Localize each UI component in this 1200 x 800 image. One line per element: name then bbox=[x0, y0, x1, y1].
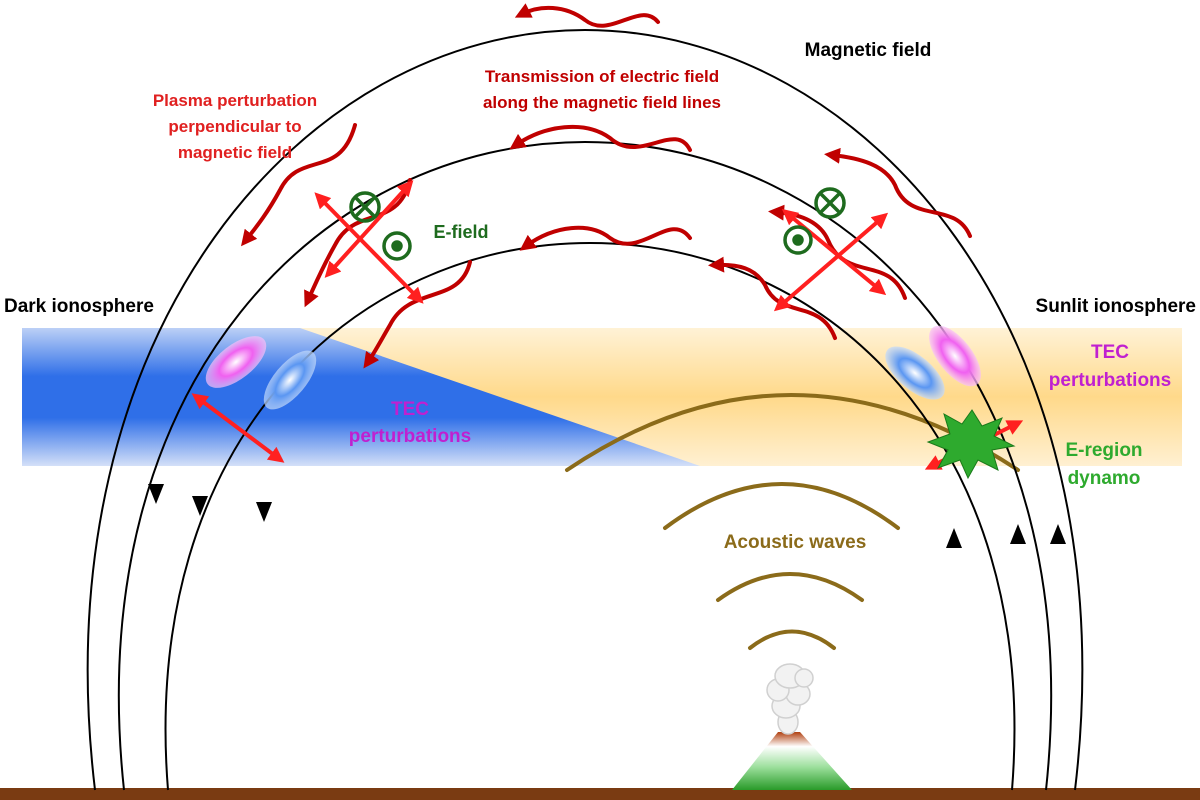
efield-symbols bbox=[349, 187, 846, 261]
tec-blob-pink-left bbox=[205, 336, 267, 388]
field-arrow-down-3 bbox=[256, 502, 272, 522]
into-page-symbol bbox=[349, 191, 381, 223]
plasma-label-1: Plasma perturbation bbox=[153, 91, 317, 110]
tec-right-label-2: perturbations bbox=[1049, 370, 1171, 391]
transmission-label-2: along the magnetic field lines bbox=[483, 93, 721, 112]
acoustic-arc-3 bbox=[663, 482, 900, 530]
out-of-page-symbol bbox=[382, 231, 412, 261]
field-direction-arrows bbox=[148, 484, 1066, 548]
acoustic-arc-1 bbox=[748, 629, 836, 650]
plasma-label-3: magnetic field bbox=[178, 143, 292, 162]
tec-left-label-1: TEC bbox=[391, 399, 429, 420]
out-of-page-symbol bbox=[783, 225, 813, 255]
tec-blob-blue-right bbox=[885, 346, 945, 400]
wave-arrow-top-mid bbox=[509, 124, 692, 152]
e-region-label-1: E-region bbox=[1065, 440, 1142, 461]
into-page-symbol bbox=[814, 187, 846, 219]
tec-blob-pink-right bbox=[929, 325, 981, 387]
dark-band bbox=[22, 328, 700, 466]
plasma-label-2: perpendicular to bbox=[168, 117, 301, 136]
wave-arrow-right-1 bbox=[824, 147, 972, 238]
tec-displacement-arrow bbox=[191, 393, 285, 463]
wave-arrow-mid bbox=[519, 225, 692, 251]
tec-right-label-1: TEC bbox=[1091, 342, 1129, 363]
tec-left-label-2: perturbations bbox=[349, 426, 471, 447]
e-field-label: E-field bbox=[433, 222, 488, 242]
efield-arrow-right-a bbox=[773, 212, 889, 312]
wave-arrow-left-3 bbox=[363, 260, 472, 369]
wave-arrow-top bbox=[514, 3, 660, 28]
transmission-label-1: Transmission of electric field bbox=[485, 67, 719, 86]
tec-perturbation-blobs bbox=[205, 325, 981, 410]
efield-arrow-left-b bbox=[324, 180, 414, 278]
acoustic-arc-2 bbox=[716, 572, 864, 602]
wave-arrow-left-1 bbox=[241, 123, 357, 247]
field-arrow-down-1 bbox=[148, 484, 164, 504]
wave-arrow-right-3 bbox=[708, 256, 837, 340]
e-region-label-2: dynamo bbox=[1068, 468, 1141, 489]
field-line-inner bbox=[164, 241, 1016, 791]
field-arrow-down-2 bbox=[192, 496, 208, 516]
acoustic-waves-label: Acoustic waves bbox=[724, 532, 867, 553]
dynamo-burst-icon bbox=[926, 409, 1016, 480]
field-arrow-up-1 bbox=[946, 528, 962, 548]
volcano-icon bbox=[732, 663, 852, 790]
field-line-outer bbox=[86, 28, 1084, 791]
ground-line bbox=[0, 788, 1200, 800]
sunlit-ionosphere-label: Sunlit ionosphere bbox=[1036, 296, 1196, 317]
magnetic-field-label: Magnetic field bbox=[805, 40, 932, 61]
dark-ionosphere-label: Dark ionosphere bbox=[4, 296, 154, 317]
diagram-labels: Magnetic field Transmission of electric … bbox=[4, 40, 1196, 553]
field-arrow-up-2 bbox=[1010, 524, 1026, 544]
tec-blob-blue-left bbox=[263, 350, 317, 410]
field-arrow-up-3 bbox=[1050, 524, 1066, 544]
